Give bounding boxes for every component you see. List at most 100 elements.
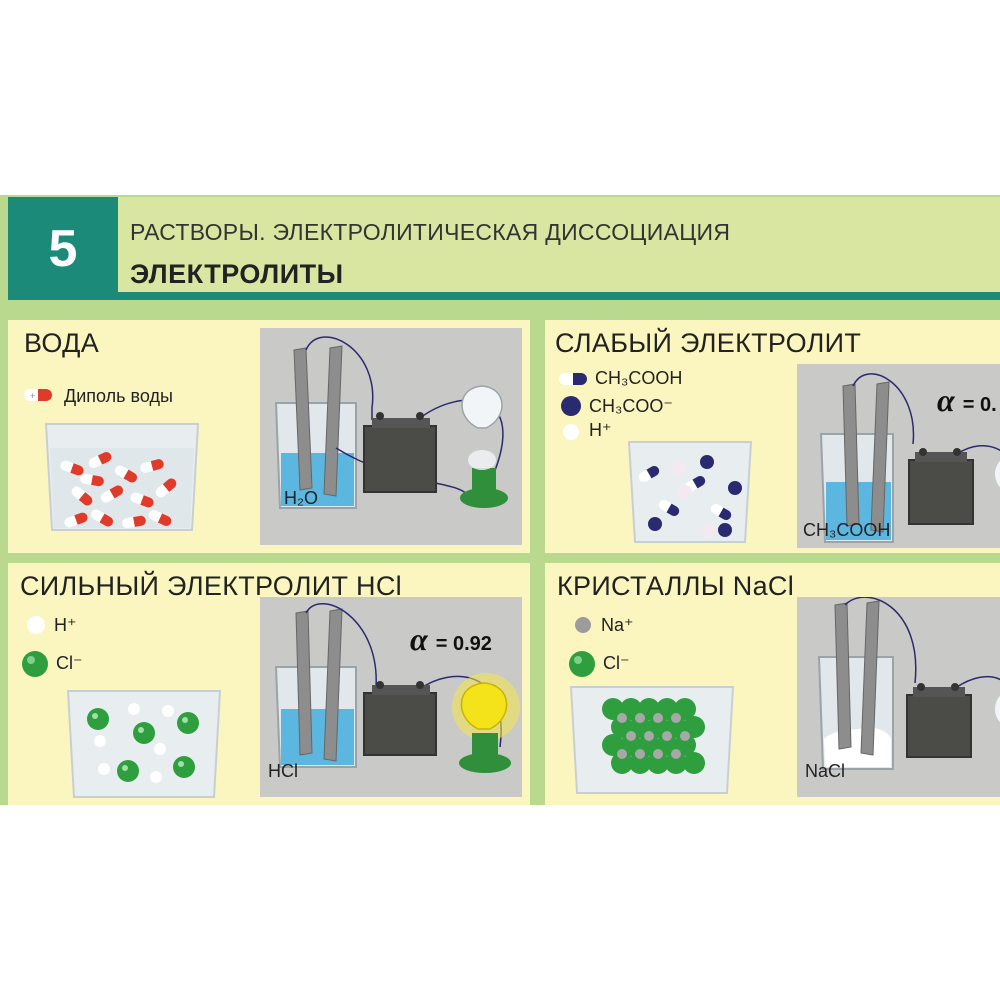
solution: [281, 709, 354, 765]
battery: [908, 459, 974, 525]
panel-title: КРИСТАЛЛЫ NaCl: [557, 571, 794, 601]
electrode-right: [870, 381, 890, 533]
poster: 5 РАСТВОРЫ. ЭЛЕКТРОЛИТИЧЕСКАЯ ДИССОЦИАЦИ…: [0, 195, 1000, 805]
section-subtitle: РАСТВОРЫ. ЭЛЕКТРОЛИТИЧЕСКАЯ ДИССОЦИАЦИЯ: [130, 219, 731, 245]
water-dipole: [122, 515, 146, 529]
hydrogen-ion-icon: [563, 424, 579, 440]
hydrogen-ion-icon: [27, 616, 45, 634]
lab-apparatus: NaCl: [805, 597, 1000, 781]
beaker-with-dipoles: [44, 423, 200, 531]
solution: [281, 453, 354, 506]
chloride-ion: [683, 752, 705, 774]
light-bulb-lit: [452, 673, 520, 773]
chloride-ion: [629, 752, 651, 774]
light-bulb-off: [995, 696, 1000, 722]
acetic-acid-molecule: [658, 500, 680, 516]
sodium-ion: [617, 713, 627, 723]
water-dipole: [100, 485, 124, 503]
hydrogen-ion: [162, 705, 174, 717]
lab-apparatus: HCl: [268, 603, 520, 781]
alpha-symbol: α: [410, 621, 428, 657]
chloride-ion: [665, 752, 687, 774]
panel-title: ВОДА: [24, 328, 100, 358]
panel-water: ВОДА + Диполь воды: [8, 320, 530, 553]
water-dipole: [155, 478, 177, 498]
section-number: 5: [8, 197, 118, 300]
acetic-acid-molecule-icon: [559, 373, 587, 385]
light-bulb-off: [460, 385, 508, 508]
electrode-left: [295, 610, 313, 756]
water-dipole: [64, 512, 88, 528]
sodium-ion: [671, 749, 681, 759]
acetate-ion-icon: [561, 396, 581, 416]
legend-label: Na⁺: [601, 615, 634, 635]
page-title: ЭЛЕКТРОЛИТЫ: [130, 259, 344, 289]
hydrogen-ion: [150, 771, 162, 783]
solution-label: H₂O: [284, 488, 318, 508]
legend-label: CH₃COO⁻: [589, 396, 673, 416]
hydrogen-ion: [128, 703, 140, 715]
beaker-with-crystal: [569, 686, 735, 794]
hydrogen-ion: [702, 523, 716, 537]
lab-apparatus: H₂O: [274, 336, 508, 509]
solution-label: HCl: [268, 761, 298, 781]
acetic-acid-molecule: [710, 504, 732, 520]
sodium-ion: [635, 713, 645, 723]
sodium-ion: [653, 749, 663, 759]
chloride-ion-icon: [22, 651, 48, 677]
chloride-highlight: [92, 713, 98, 719]
legend-label: Диполь воды: [64, 386, 173, 406]
water-dipole: [148, 510, 172, 526]
battery: [363, 692, 437, 756]
chloride-ion: [133, 722, 155, 744]
electrode-right: [860, 600, 880, 756]
alpha-symbol: α: [937, 382, 955, 418]
electrode-left: [293, 347, 313, 491]
electrode-left: [834, 602, 852, 750]
sodium-ion: [617, 749, 627, 759]
lab-setup: H₂O: [260, 328, 522, 545]
chloride-ion: [87, 708, 109, 730]
water-dipole-icon: +: [24, 389, 52, 401]
nacl-crystal: [602, 698, 705, 774]
water-dipole: [60, 460, 84, 476]
panel-nacl-crystals: КРИСТАЛЛЫ NaCl Na⁺ Cl⁻: [545, 563, 1000, 805]
acetate-ion: [700, 455, 714, 469]
solution-label: CH₃COOH: [803, 520, 890, 540]
lab-setup: NaCl: [797, 597, 1000, 797]
water-dipoles: [60, 452, 177, 529]
hydrogen-ion: [94, 735, 106, 747]
sodium-ion: [680, 731, 690, 741]
legend-label: CH₃COOH: [595, 368, 683, 388]
legend-label: Cl⁻: [603, 653, 630, 673]
header-divider: [118, 292, 1000, 300]
sodium-ion: [644, 731, 654, 741]
legend-label: H⁺: [589, 420, 612, 440]
alpha-value: = 0.92: [435, 633, 492, 655]
sodium-ion-icon: [575, 617, 591, 633]
header: 5 РАСТВОРЫ. ЭЛЕКТРОЛИТИЧЕСКАЯ ДИССОЦИАЦИ…: [8, 197, 1000, 300]
hydrogen-ion: [154, 743, 166, 755]
water-dipole: [90, 509, 114, 527]
chloride-highlight: [182, 717, 188, 723]
water-dipole: [80, 473, 104, 487]
water-dipole: [88, 452, 112, 468]
wire: [305, 336, 374, 420]
water-dipole: [71, 486, 93, 506]
acetic-acid-molecule: [638, 466, 660, 482]
dissociation-degree: α = 0.: [937, 382, 997, 419]
battery: [363, 412, 437, 493]
chloride-ion: [177, 712, 199, 734]
sodium-ion: [662, 731, 672, 741]
panel-weak-electrolyte: СЛАБЫЙ ЭЛЕКТРОЛИТ CH₃COOH CH₃COO⁻ H⁺: [545, 320, 1000, 553]
beaker-weak-solution: [627, 441, 753, 543]
chloride-ion: [647, 752, 669, 774]
sodium-ion: [653, 713, 663, 723]
chloride-highlight: [122, 765, 128, 771]
light-bulb-off: [995, 461, 1000, 487]
chloride-highlight: [178, 761, 184, 767]
beaker-strong-solution: [66, 690, 222, 798]
electrode-left: [842, 383, 860, 527]
acetate-ion: [728, 481, 742, 495]
panel-title: СЛАБЫЙ ЭЛЕКТРОЛИТ: [555, 328, 862, 358]
